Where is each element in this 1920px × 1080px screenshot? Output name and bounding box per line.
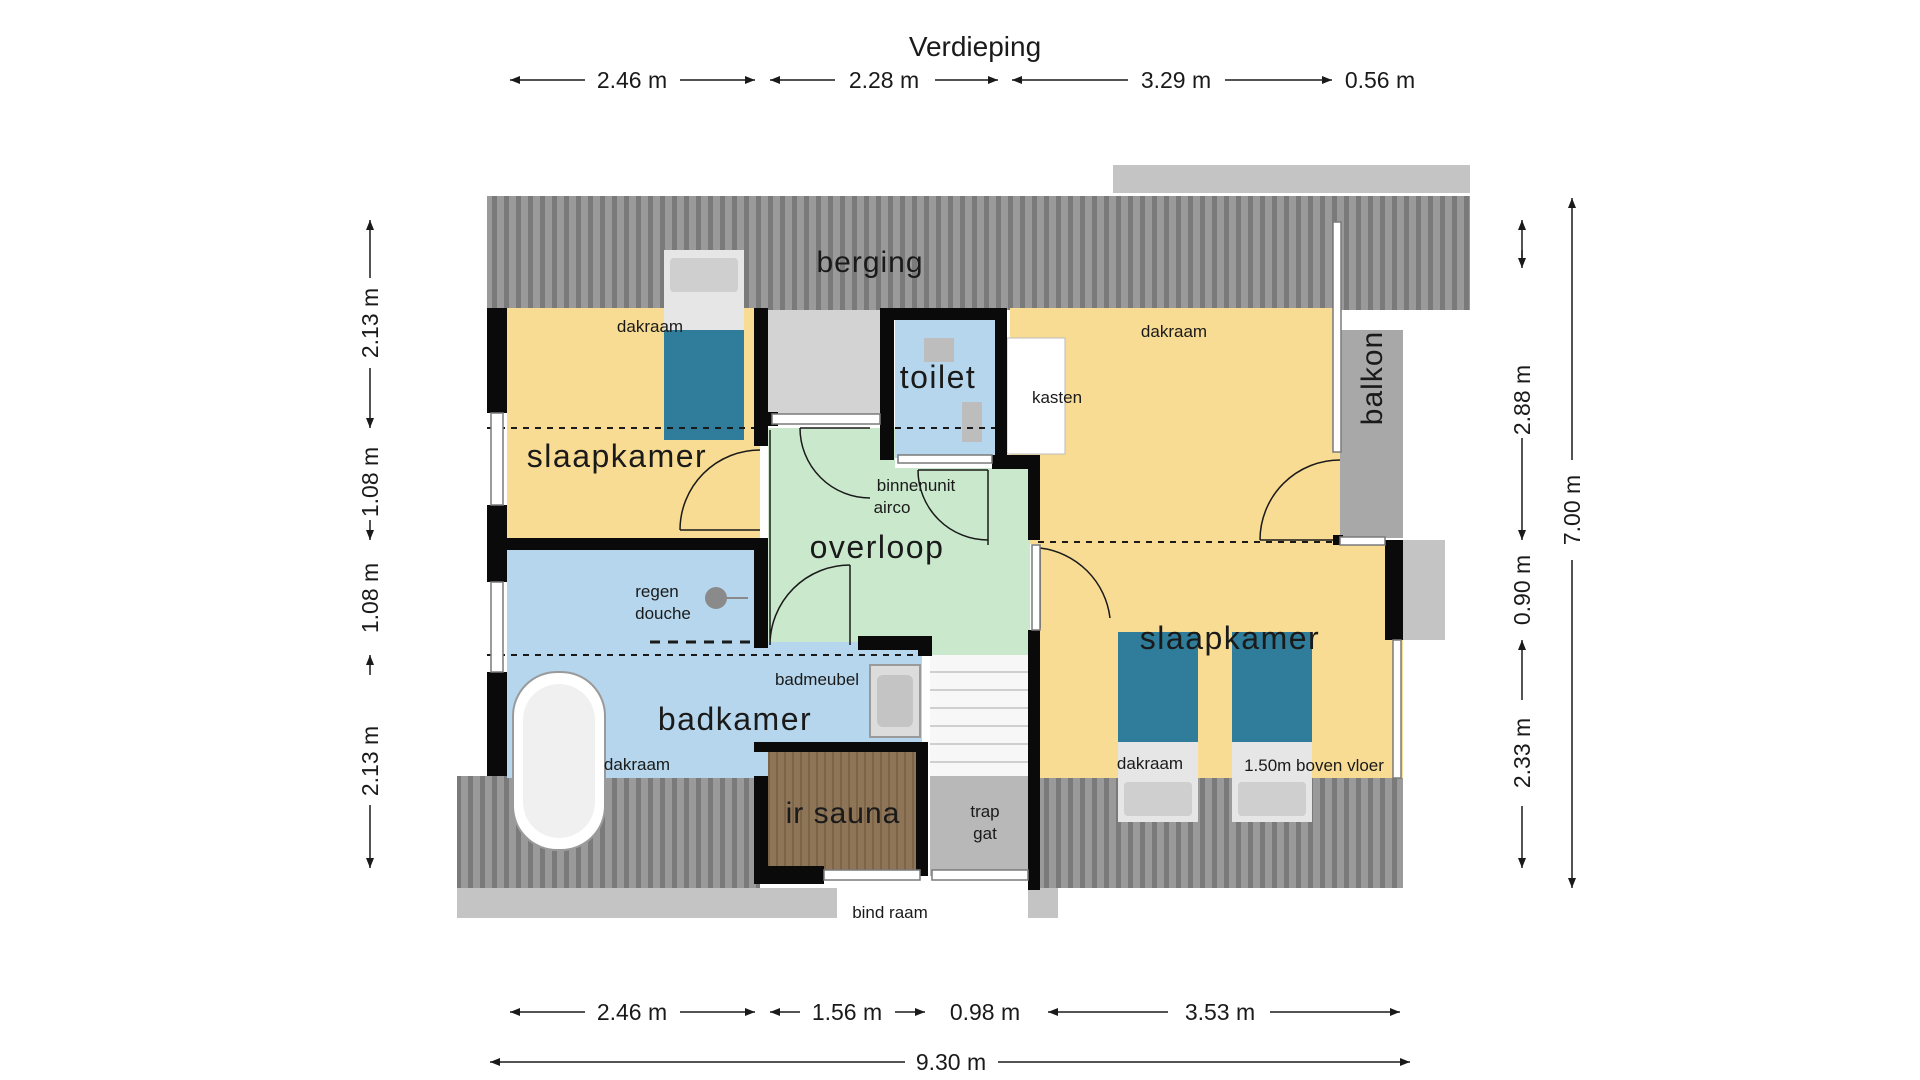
- dim-bottom-4: 3.53 m: [1185, 999, 1255, 1025]
- room-badkamer: badkamer: [658, 701, 812, 737]
- dim-bottom-1: 2.46 m: [597, 999, 667, 1025]
- room-labels: berging slaapkamer toilet kasten overloo…: [527, 246, 1389, 843]
- dim-left-3: 1.08 m: [357, 563, 383, 633]
- annotations: dakraam dakraam binnenunit airco regen d…: [604, 317, 1384, 922]
- toilet-bowl-icon: [924, 338, 982, 442]
- dim-left-4: 2.13 m: [357, 726, 383, 796]
- dim-right-1: 2.88 m: [1509, 365, 1535, 435]
- walls: [487, 308, 1403, 890]
- label-dakraam-bedroom: dakraam: [1117, 754, 1183, 773]
- bed-right-1-icon: [1118, 632, 1198, 822]
- floor-balkon: [1340, 330, 1403, 538]
- dim-top-1: 2.46 m: [597, 67, 667, 93]
- shower-head-icon: [705, 587, 748, 609]
- roof-bottom-left: [457, 776, 760, 888]
- dim-right-2: 0.90 m: [1509, 555, 1535, 625]
- label-binnenunit: binnenunit: [877, 476, 956, 495]
- label-dakraam-right: dakraam: [1141, 322, 1207, 341]
- doors: [679, 427, 1341, 646]
- roof-overhang-top: [1113, 165, 1470, 193]
- roof-top: [487, 196, 1470, 310]
- dim-top-3: 3.29 m: [1141, 67, 1211, 93]
- room-trap: trap: [970, 802, 999, 821]
- label-dakraam-bath: dakraam: [604, 755, 670, 774]
- floor-storage: [768, 310, 888, 415]
- dim-right-3: 2.33 m: [1509, 718, 1535, 788]
- stair-treads: [930, 671, 1030, 763]
- gutter-bottom-left: [457, 888, 837, 918]
- room-toilet: toilet: [900, 359, 977, 395]
- gutter-bottom-center: [1028, 888, 1058, 918]
- room-slaapkamer-right: slaapkamer: [1140, 620, 1320, 656]
- label-douche: douche: [635, 604, 691, 623]
- bathtub-icon: [512, 671, 606, 851]
- dim-bottom-2: 1.56 m: [812, 999, 882, 1025]
- dim-total-height: 7.00 m: [1559, 475, 1585, 545]
- floor-slaapkamer-right: [1038, 540, 1403, 778]
- dim-top-2: 2.28 m: [849, 67, 919, 93]
- page-title: Verdieping: [909, 31, 1041, 62]
- roof-bottom-right: [1033, 776, 1403, 888]
- dashed-lines: [487, 427, 1340, 656]
- dimension-bottom: [490, 1008, 1410, 1066]
- room-berging: berging: [816, 246, 923, 279]
- label-dakraam-left: dakraam: [617, 317, 683, 336]
- floor-sauna: [768, 750, 922, 870]
- dim-top-4: 0.56 m: [1345, 67, 1415, 93]
- label-airco: airco: [874, 498, 911, 517]
- floor-trapgat: [930, 776, 1030, 876]
- label-boven-vloer: 1.50m boven vloer: [1244, 756, 1384, 775]
- dimension-right: [1518, 198, 1576, 888]
- label-bind-raam: bind raam: [852, 903, 928, 922]
- windows: [490, 221, 1402, 881]
- dim-left-2: 1.08 m: [357, 447, 383, 517]
- bed-right-2-icon: [1232, 632, 1312, 822]
- label-regen: regen: [635, 582, 678, 601]
- room-slaapkamer-left: slaapkamer: [527, 438, 707, 474]
- bed-left-icon: [664, 250, 744, 440]
- sink-icon: [869, 664, 921, 738]
- room-balkon: balkon: [1356, 331, 1389, 425]
- floor-stairs: [930, 655, 1030, 780]
- room-kasten: kasten: [1032, 388, 1082, 407]
- furniture: [512, 250, 1312, 851]
- dim-total-width: 9.30 m: [916, 1049, 986, 1075]
- label-badmeubel: badmeubel: [775, 670, 859, 689]
- dim-bottom-3: 0.98 m: [950, 999, 1020, 1025]
- kasten-cabinet: [1006, 337, 1066, 455]
- room-overloop: overloop: [810, 529, 945, 565]
- room-gat: gat: [973, 824, 997, 843]
- dim-left-1: 2.13 m: [357, 288, 383, 358]
- room-floors: [507, 308, 1403, 876]
- room-ir-sauna: ir sauna: [786, 797, 901, 830]
- roof-areas: [457, 165, 1470, 918]
- balcony-railing: [1400, 540, 1445, 640]
- floor-overloop: [768, 428, 1030, 660]
